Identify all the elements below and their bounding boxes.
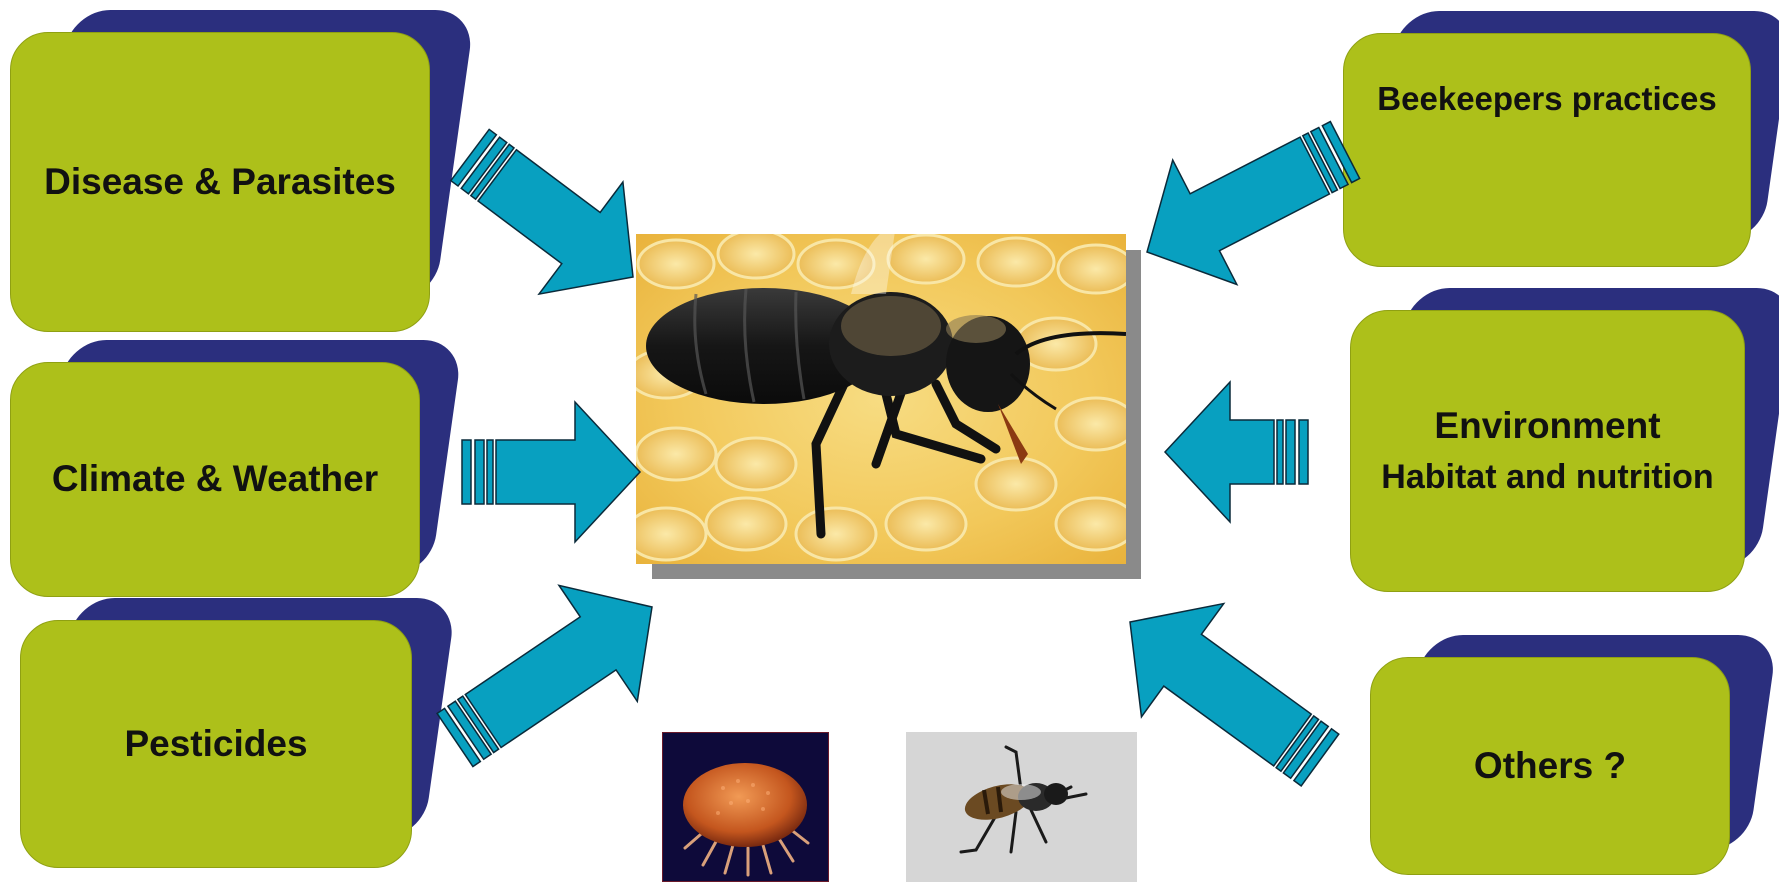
arrow-beekeepers <box>1115 88 1377 314</box>
arrow-others <box>1089 565 1361 816</box>
arrow-environment <box>1165 382 1308 522</box>
arrow-pesticides <box>416 549 691 798</box>
arrow-disease <box>428 99 675 333</box>
arrow-climate <box>462 402 640 542</box>
